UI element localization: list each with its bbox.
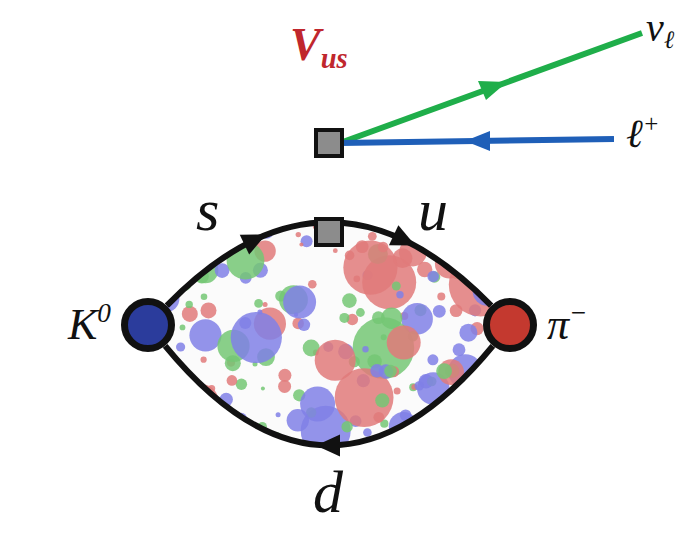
lepton-arrow xyxy=(465,131,490,151)
arrow-head xyxy=(316,434,340,456)
current-vertex xyxy=(316,130,342,156)
current-vertex xyxy=(316,219,342,245)
quark-line xyxy=(165,346,493,457)
particle-label: K0 xyxy=(68,300,111,347)
lepton-label: ℓ+ xyxy=(626,112,659,154)
kaon-vertex: K0 xyxy=(121,298,175,352)
neutrino-arrow xyxy=(478,81,507,100)
particle-label: π− xyxy=(547,300,587,347)
neutrino-label: νℓ xyxy=(646,8,674,53)
ckm-label: Vus xyxy=(290,22,348,74)
neutrino-line xyxy=(340,33,642,143)
quark-label: s xyxy=(196,180,219,240)
pion-vertex: π− xyxy=(483,298,537,352)
arrow-head xyxy=(240,234,266,254)
quark-label: u xyxy=(418,180,448,240)
quark-label: d xyxy=(313,462,343,522)
arrow-head xyxy=(389,225,415,245)
